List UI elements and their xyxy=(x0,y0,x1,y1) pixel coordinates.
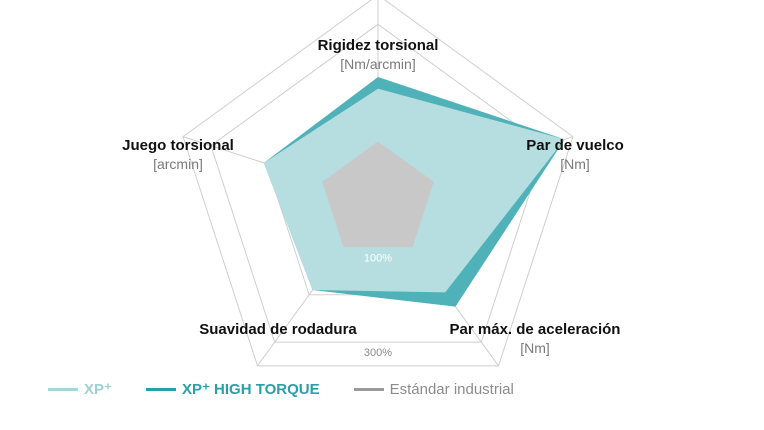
axis-label-tilting-moment: Par de vuelco [Nm] xyxy=(505,137,645,172)
legend-swatch xyxy=(353,387,384,391)
legend: XP⁺ XP⁺ HIGH TORQUE Estándar industrial xyxy=(48,380,548,398)
ring-label: 100% xyxy=(364,252,392,264)
ring-label: 200% xyxy=(364,300,392,312)
axis-label-max-acceleration-torque: Par máx. de aceleración [Nm] xyxy=(430,321,640,356)
legend-label: XP⁺ HIGH TORQUE xyxy=(181,381,320,398)
ring-labels: 100% 200% 300% xyxy=(364,252,392,359)
legend-item-industry-standard: Estándar industrial xyxy=(353,380,514,398)
legend-label: XP⁺ xyxy=(84,381,112,398)
legend-swatch xyxy=(48,387,78,391)
ring-label: 300% xyxy=(364,347,392,359)
axis-name: Juego torsional xyxy=(122,137,234,154)
axis-unit: [Nm] xyxy=(560,156,590,172)
legend-item-xp: XP⁺ xyxy=(48,380,112,398)
axis-label-running-smoothness: Suavidad de rodadura xyxy=(178,321,378,338)
grid-ring xyxy=(182,0,574,367)
series-area xyxy=(322,141,434,248)
axis-label-torsional-backlash: Juego torsional [arcmin] xyxy=(103,137,253,172)
legend-label: Estándar industrial xyxy=(389,380,514,398)
axis-unit: [Nm/arcmin] xyxy=(340,56,416,72)
axis-name: Rigidez torsional xyxy=(317,37,439,54)
axis-name: Par de vuelco xyxy=(526,137,624,154)
axis-unit: [Nm] xyxy=(520,340,550,356)
axis-name: Par máx. de aceleración xyxy=(449,321,621,338)
axis-label-torsional-rigidity: Rigidez torsional [Nm/arcmin] xyxy=(278,37,478,72)
legend-item-high-torque: XP⁺ HIGH TORQUE xyxy=(145,380,320,398)
axis-name: Suavidad de rodadura xyxy=(199,321,357,338)
axis-unit: [arcmin] xyxy=(153,156,203,172)
radar-series xyxy=(263,77,565,307)
legend-swatch xyxy=(145,387,176,391)
